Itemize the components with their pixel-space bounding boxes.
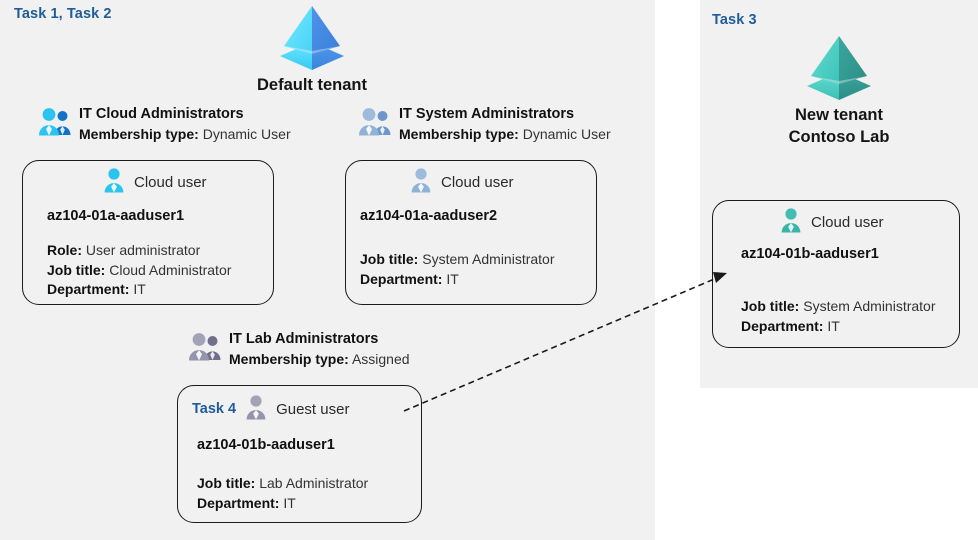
attribute-label: Job title: — [741, 298, 800, 314]
user-type-label: Cloud user — [811, 213, 884, 231]
new-tenant-label-line2: Contoso Lab — [788, 128, 890, 146]
cloud-user-icon — [101, 167, 127, 198]
default-tenant-label: Default tenant — [256, 76, 367, 94]
user-attribute-job-title: Job title: Lab Administrator — [197, 474, 368, 494]
group-name: IT System Administrators — [399, 106, 575, 122]
user-principal-name: az104-01a-aaduser2 — [360, 208, 498, 224]
user-attribute-role: Role: User administrator — [47, 241, 231, 261]
tenant-pyramid-icon — [736, 32, 942, 104]
user-attributes: Job title: Lab Administrator Department:… — [197, 474, 368, 513]
default-tenant-block: Default tenant — [222, 2, 402, 96]
group-users-icon — [188, 332, 222, 367]
user-card-guest: Task 4 Guest user az104-01b-aaduser1 Job… — [177, 385, 422, 523]
group-users-icon — [358, 107, 392, 142]
user-attribute-department: Department: IT — [741, 317, 936, 337]
group-name: IT Lab Administrators — [229, 331, 379, 347]
cloud-user-icon — [778, 207, 804, 238]
user-principal-name: az104-01b-aaduser1 — [197, 437, 335, 453]
new-tenant-label-line1: New tenant — [794, 106, 883, 124]
task-label-right-panel: Task 3 — [712, 12, 757, 28]
group-membership-value: Dynamic User — [522, 126, 611, 142]
group-membership-type: Membership type: Dynamic User — [79, 124, 291, 144]
user-card-aaduser2: Cloud user az104-01a-aaduser2 Job title:… — [345, 160, 597, 305]
group-name: IT Cloud Administrators — [79, 106, 244, 122]
group-membership-label: Membership type: — [79, 126, 199, 142]
attribute-value: System Administrator — [422, 251, 555, 267]
user-type-label: Guest user — [276, 400, 350, 418]
attribute-value: IT — [283, 494, 296, 511]
attribute-label: Department: — [741, 317, 824, 334]
user-card-newtenant-aaduser1: Cloud user az104-01b-aaduser1 Job title:… — [712, 200, 960, 348]
user-principal-name: az104-01a-aaduser1 — [47, 208, 185, 224]
group-membership-value: Dynamic User — [202, 126, 291, 142]
user-principal-name: az104-01b-aaduser1 — [741, 246, 879, 262]
cloud-user-icon — [408, 167, 434, 198]
user-attribute-department: Department: IT — [360, 270, 555, 290]
user-attribute-job-title: Job title: System Administrator — [741, 297, 936, 317]
group-membership-type: Membership type: Assigned — [229, 349, 410, 369]
user-card-aaduser1: Cloud user az104-01a-aaduser1 Role: User… — [22, 160, 274, 305]
group-membership-label: Membership type: — [229, 351, 349, 367]
user-type-label: Cloud user — [134, 173, 207, 191]
attribute-value: Lab Administrator — [259, 475, 369, 491]
group-membership-label: Membership type: — [399, 126, 519, 142]
user-card-header: Task 4 Guest user — [178, 386, 421, 424]
attribute-label: Job title: — [197, 475, 256, 491]
task-label-left-panel: Task 1, Task 2 — [14, 6, 112, 22]
attribute-value: IT — [827, 317, 840, 334]
attribute-label: Department: — [197, 494, 280, 511]
tenant-pyramid-icon — [222, 2, 402, 74]
user-attributes: Job title: System Administrator Departme… — [741, 297, 936, 336]
attribute-value: IT — [446, 270, 459, 287]
user-attribute-department: Department: IT — [197, 494, 368, 514]
group-it-lab-administrators: IT Lab Administrators Membership type: A… — [188, 329, 410, 369]
attribute-value: IT — [133, 281, 146, 297]
attribute-label: Department: — [360, 270, 443, 287]
guest-user-icon — [243, 394, 269, 425]
task-label-guest-card: Task 4 — [192, 401, 237, 417]
group-users-icon — [38, 107, 72, 142]
user-attribute-department: Department: IT — [47, 280, 231, 300]
user-card-header: Cloud user — [713, 201, 959, 237]
attribute-label: Job title: — [47, 261, 106, 278]
new-tenant-block: New tenant Contoso Lab — [736, 32, 942, 148]
attribute-value: System Administrator — [803, 298, 936, 314]
attribute-value: Cloud Administrator — [109, 261, 232, 278]
attribute-label: Job title: — [360, 251, 419, 267]
user-attributes: Role: User administrator Job title: Clou… — [47, 241, 231, 300]
user-card-header: Cloud user — [23, 161, 273, 197]
attribute-label: Department: — [47, 281, 130, 297]
user-type-label: Cloud user — [441, 173, 514, 191]
group-it-system-administrators: IT System Administrators Membership type… — [358, 104, 611, 144]
attribute-value: User administrator — [85, 242, 201, 258]
user-attributes: Job title: System Administrator Departme… — [360, 250, 555, 289]
attribute-label: Role: — [47, 242, 82, 258]
user-attribute-job-title: Job title: System Administrator — [360, 250, 555, 270]
user-attribute-job-title: Job title: Cloud Administrator — [47, 261, 231, 281]
group-it-cloud-administrators: IT Cloud Administrators Membership type:… — [38, 104, 291, 144]
group-membership-value: Assigned — [351, 351, 410, 367]
user-card-header: Cloud user — [346, 161, 596, 197]
group-membership-type: Membership type: Dynamic User — [399, 124, 611, 144]
